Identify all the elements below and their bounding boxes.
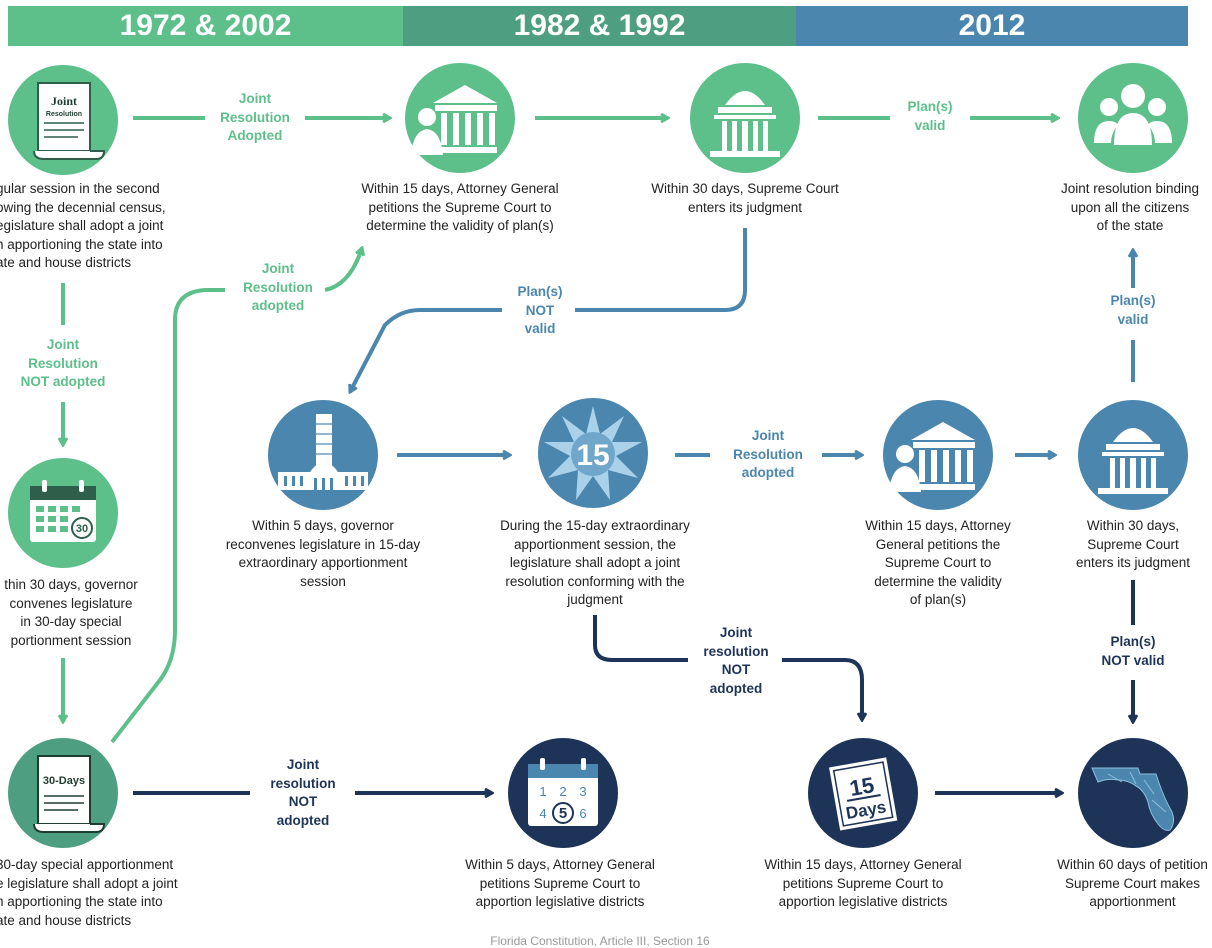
arrow-special-to-ag (110, 248, 362, 744)
supreme-court-node-2 (1078, 400, 1188, 510)
label-adopted-diag: Joint Resolution adopted (243, 261, 313, 313)
ag-petition-node-1 (405, 63, 515, 173)
arrow-court-not-valid (350, 228, 747, 392)
ag-petition-node-2 (883, 400, 993, 510)
florida-map-icon (1091, 767, 1175, 831)
svg-text:3: 3 (579, 784, 586, 799)
svg-text:Resolution: Resolution (46, 111, 82, 118)
scroll-30-days-icon: 30-Days (33, 755, 106, 833)
source-footer: Florida Constitution, Article III, Secti… (490, 934, 710, 948)
scroll-document-icon: Joint Resolution (33, 82, 106, 160)
capitol-node (268, 400, 378, 510)
label-not-valid-mid: Plan(s) NOT valid (517, 284, 563, 336)
svg-text:4: 4 (539, 806, 546, 821)
citizens-caption: Joint resolution binding upon all the ci… (1060, 181, 1200, 233)
calendar-30-node: 30 (8, 458, 118, 568)
days-15-caption: Within 15 days, Attorney General petitio… (764, 857, 962, 909)
capitol-caption: Within 5 days, governor reconvenes legis… (225, 518, 421, 589)
label-not-adopted-bottom: Joint resolution NOT adopted (270, 757, 336, 828)
capitol-building-icon (278, 414, 368, 490)
era-band-1982-1992: 1982 & 1992 (403, 6, 796, 46)
domed-court-icon (710, 91, 780, 157)
calendar-30-icon: 30 (30, 480, 96, 542)
special-session-node: 30-Days (8, 738, 118, 848)
days-15-icon: 15 Days (829, 757, 898, 831)
ag-petition-caption-1: Within 15 days, Attorney General petitio… (361, 181, 559, 233)
ag-petition-caption-2: Within 15 days, Attorney General petitio… (865, 518, 1011, 607)
svg-text:6: 6 (579, 806, 586, 821)
arrow-burst-not-adopted (593, 615, 862, 720)
supreme-court-node-1 (690, 63, 800, 173)
svg-text:30-Days: 30-Days (43, 775, 85, 787)
florida-map-node (1078, 738, 1188, 848)
era-band-2012: 2012 (796, 6, 1188, 46)
svg-text:15: 15 (576, 439, 609, 472)
people-group-icon (1094, 84, 1172, 145)
svg-text:30: 30 (76, 523, 88, 535)
svg-text:Joint: Joint (51, 94, 77, 108)
citizens-node (1078, 63, 1188, 173)
domed-court-icon-2 (1098, 428, 1168, 494)
supreme-court-caption-1: Within 30 days, Supreme Court enters its… (651, 181, 839, 215)
svg-text:2: 2 (559, 784, 566, 799)
courthouse-person-icon (411, 85, 497, 155)
florida-map-caption: Within 60 days of petition Supreme Court… (1057, 857, 1208, 909)
starburst-15-icon: 15 (544, 406, 642, 500)
days-15-node: 15 Days (808, 738, 918, 848)
label-valid-top: Plan(s) valid (907, 99, 953, 133)
special-session-caption: 30-day special apportionment e legislatu… (0, 857, 178, 928)
calendar-5-caption: Within 5 days, Attorney General petition… (465, 857, 655, 909)
label-valid-right: Plan(s) valid (1110, 293, 1156, 327)
label-adopted-top: Joint Resolution Adopted (220, 91, 290, 143)
era-band-1972-2002: 1972 & 2002 (8, 6, 403, 46)
svg-text:5: 5 (559, 805, 567, 822)
label-not-adopted-left: Joint Resolution NOT adopted (20, 337, 106, 389)
supreme-court-caption-2: Within 30 days, Supreme Court enters its… (1075, 518, 1191, 570)
extraordinary-session-caption: During the 15-day extraordinary apportio… (500, 518, 690, 607)
calendar-30-caption: thin 30 days, governor convenes legislat… (4, 577, 138, 648)
label-not-valid-right: Plan(s) NOT valid (1101, 634, 1165, 668)
courthouse-person-icon-2 (889, 422, 975, 492)
extraordinary-session-node: 15 (538, 398, 648, 508)
svg-text:1: 1 (539, 784, 546, 799)
joint-resolution-caption: gular session in the second owing the de… (0, 181, 166, 270)
label-not-adopted-mid: Joint resolution NOT adopted (703, 625, 769, 696)
joint-resolution-node: Joint Resolution (8, 65, 118, 175)
label-adopted-mid: Joint Resolution adopted (733, 428, 803, 480)
